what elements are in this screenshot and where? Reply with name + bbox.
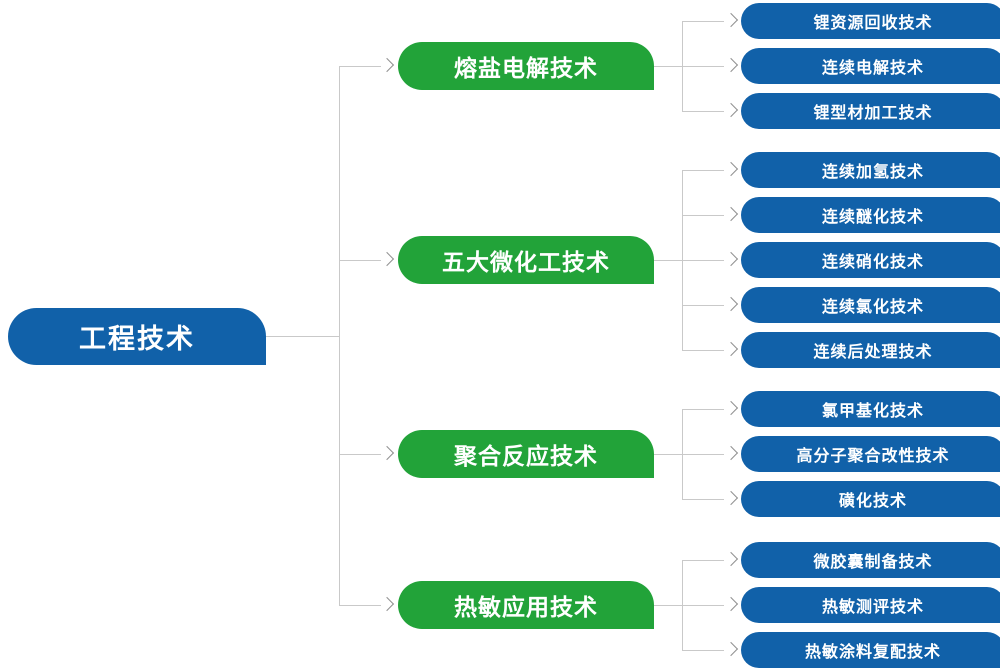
connector-line bbox=[654, 454, 682, 455]
chevron-right-icon bbox=[723, 596, 739, 612]
chevron-right-icon bbox=[723, 57, 739, 73]
leaf-node-label: 氯甲基化技术 bbox=[821, 403, 924, 420]
connector-line bbox=[654, 66, 682, 67]
leaf-node: 连续醚化技术 bbox=[741, 197, 1000, 233]
branch-node-label: 聚合反应技术 bbox=[454, 443, 598, 469]
leaf-node-label: 连续氯化技术 bbox=[821, 299, 924, 316]
leaf-node: 热敏测评技术 bbox=[741, 587, 1000, 623]
branch-node-label: 熔盐电解技术 bbox=[454, 55, 598, 81]
chevron-right-icon bbox=[723, 12, 739, 28]
branch-node-molten-salt-electrolysis: 熔盐电解技术 bbox=[398, 42, 654, 90]
connector-line bbox=[682, 21, 724, 22]
connector-line bbox=[266, 336, 339, 337]
leaf-node: 连续加氢技术 bbox=[741, 152, 1000, 188]
chevron-right-icon bbox=[723, 296, 739, 312]
chevron-right-icon bbox=[723, 551, 739, 567]
leaf-node-label: 热敏涂料复配技术 bbox=[804, 644, 941, 661]
chevron-right-icon bbox=[379, 445, 395, 461]
root-node: 工程技术 bbox=[8, 308, 266, 365]
connector-line bbox=[682, 66, 724, 67]
chevron-right-icon bbox=[723, 102, 739, 118]
chevron-right-icon bbox=[723, 251, 739, 267]
branch-node-thermal-application: 热敏应用技术 bbox=[398, 581, 654, 629]
chevron-right-icon bbox=[723, 490, 739, 506]
leaf-node: 高分子聚合改性技术 bbox=[741, 436, 1000, 472]
root-node-label: 工程技术 bbox=[79, 324, 195, 354]
leaf-node: 连续氯化技术 bbox=[741, 287, 1000, 323]
branch-node-label: 五大微化工技术 bbox=[442, 249, 610, 275]
connector-line bbox=[682, 350, 724, 351]
connector-line bbox=[682, 409, 724, 410]
chevron-right-icon bbox=[723, 641, 739, 657]
leaf-node-label: 磺化技术 bbox=[838, 493, 907, 510]
connector-line bbox=[339, 66, 340, 605]
connector-line bbox=[682, 111, 724, 112]
branch-node-label: 热敏应用技术 bbox=[454, 594, 598, 620]
chevron-right-icon bbox=[723, 206, 739, 222]
connector-line bbox=[339, 260, 381, 261]
connector-line bbox=[682, 650, 724, 651]
chevron-right-icon bbox=[723, 445, 739, 461]
connector-line bbox=[654, 605, 682, 606]
leaf-node: 磺化技术 bbox=[741, 481, 1000, 517]
chevron-right-icon bbox=[379, 57, 395, 73]
leaf-node-label: 热敏测评技术 bbox=[821, 599, 924, 616]
connector-line bbox=[682, 454, 724, 455]
connector-line bbox=[682, 305, 724, 306]
connector-line bbox=[682, 260, 724, 261]
connector-line bbox=[682, 560, 724, 561]
chevron-right-icon bbox=[723, 341, 739, 357]
leaf-node-label: 连续硝化技术 bbox=[821, 254, 924, 271]
leaf-node-label: 微胶囊制备技术 bbox=[813, 554, 933, 571]
leaf-node: 氯甲基化技术 bbox=[741, 391, 1000, 427]
leaf-node: 锂型材加工技术 bbox=[741, 93, 1000, 129]
connector-line bbox=[339, 605, 381, 606]
branch-node-micro-chemical: 五大微化工技术 bbox=[398, 236, 654, 284]
leaf-node: 热敏涂料复配技术 bbox=[741, 632, 1000, 668]
leaf-node-label: 连续后处理技术 bbox=[813, 344, 933, 361]
connector-line bbox=[339, 66, 381, 67]
leaf-node-label: 锂资源回收技术 bbox=[813, 15, 933, 32]
leaf-node-label: 连续电解技术 bbox=[821, 60, 924, 77]
leaf-node-label: 高分子聚合改性技术 bbox=[796, 448, 950, 465]
connector-line bbox=[682, 170, 724, 171]
chevron-right-icon bbox=[723, 161, 739, 177]
leaf-node-label: 连续加氢技术 bbox=[821, 164, 924, 181]
leaf-node: 微胶囊制备技术 bbox=[741, 542, 1000, 578]
chevron-right-icon bbox=[379, 596, 395, 612]
connector-line bbox=[682, 499, 724, 500]
leaf-node: 锂资源回收技术 bbox=[741, 3, 1000, 39]
leaf-node-label: 连续醚化技术 bbox=[821, 209, 924, 226]
leaf-node: 连续硝化技术 bbox=[741, 242, 1000, 278]
connector-line bbox=[654, 260, 682, 261]
branch-node-polymerization: 聚合反应技术 bbox=[398, 430, 654, 478]
leaf-node-label: 锂型材加工技术 bbox=[813, 105, 933, 122]
connector-line bbox=[339, 454, 381, 455]
connector-line bbox=[682, 215, 724, 216]
leaf-node: 连续电解技术 bbox=[741, 48, 1000, 84]
chevron-right-icon bbox=[379, 251, 395, 267]
chevron-right-icon bbox=[723, 400, 739, 416]
leaf-node: 连续后处理技术 bbox=[741, 332, 1000, 368]
connector-line bbox=[682, 605, 724, 606]
